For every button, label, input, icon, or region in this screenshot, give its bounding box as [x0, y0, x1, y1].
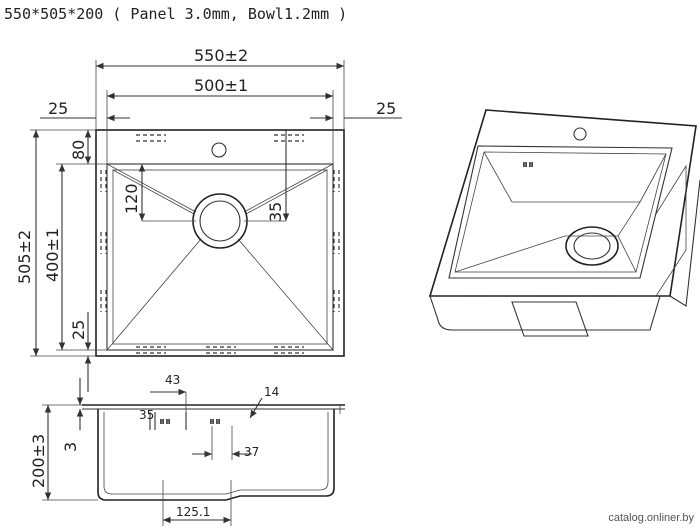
side-view: ⏸⏸ ⏸⏸ — [82, 404, 345, 501]
slot-offset-label: 37 — [244, 445, 259, 459]
top-offset-label: 80 — [69, 140, 88, 160]
slot-width-label: 14 — [264, 385, 279, 399]
right-margin-label: 25 — [376, 99, 396, 118]
width-dimensions: 550±2 500±1 25 25 — [40, 46, 402, 164]
perspective-drain-inner — [573, 232, 611, 260]
side-dimensions: 200±3 3 43 35 14 37 125.1 — [29, 373, 279, 526]
drain-offset-right-label: 35 — [266, 202, 285, 222]
top-view — [95, 129, 345, 357]
bottom-margin-label: 25 — [69, 320, 88, 340]
overflow-offset-label: 43 — [165, 373, 180, 387]
drain-outer-circle — [192, 193, 248, 249]
tap-hole — [211, 142, 227, 158]
bowl-outline — [106, 163, 334, 351]
overflow-height-label: 35 — [139, 408, 154, 422]
outer-panel-outline — [95, 129, 345, 357]
overflow-holes-left: ⏸⏸ — [159, 414, 171, 428]
drawing-title: 550*505*200 ( Panel 3.0mm, Bowl1.2mm ) — [4, 5, 347, 23]
left-margin-label: 25 — [48, 99, 68, 118]
overflow-holes-right: ⏸⏸ — [209, 414, 221, 428]
overall-depth-label: 505±2 — [15, 230, 34, 284]
depth-dimensions: 505±2 400±1 80 25 120 35 — [15, 129, 290, 392]
drain-offset-left-label: 120 — [122, 183, 141, 214]
perspective-drain-outer — [565, 226, 619, 266]
perspective-view: ⏸⏸ — [428, 109, 700, 337]
bowl-depth-label: 400±1 — [43, 228, 62, 282]
watermark-text: catalog.onliner.by — [608, 512, 694, 524]
bowl-width-label: 500±1 — [194, 76, 248, 95]
perspective-overflow-marks: ⏸⏸ — [522, 157, 534, 171]
bowl-inner-outline — [112, 169, 328, 345]
drain-inner-circle — [199, 200, 241, 242]
overall-width-label: 550±2 — [194, 46, 248, 65]
drain-diameter-label: 125.1 — [176, 505, 210, 519]
perspective-tap-hole — [573, 127, 587, 141]
panel-thickness-label: 3 — [61, 442, 80, 452]
height-label: 200±3 — [29, 434, 48, 488]
